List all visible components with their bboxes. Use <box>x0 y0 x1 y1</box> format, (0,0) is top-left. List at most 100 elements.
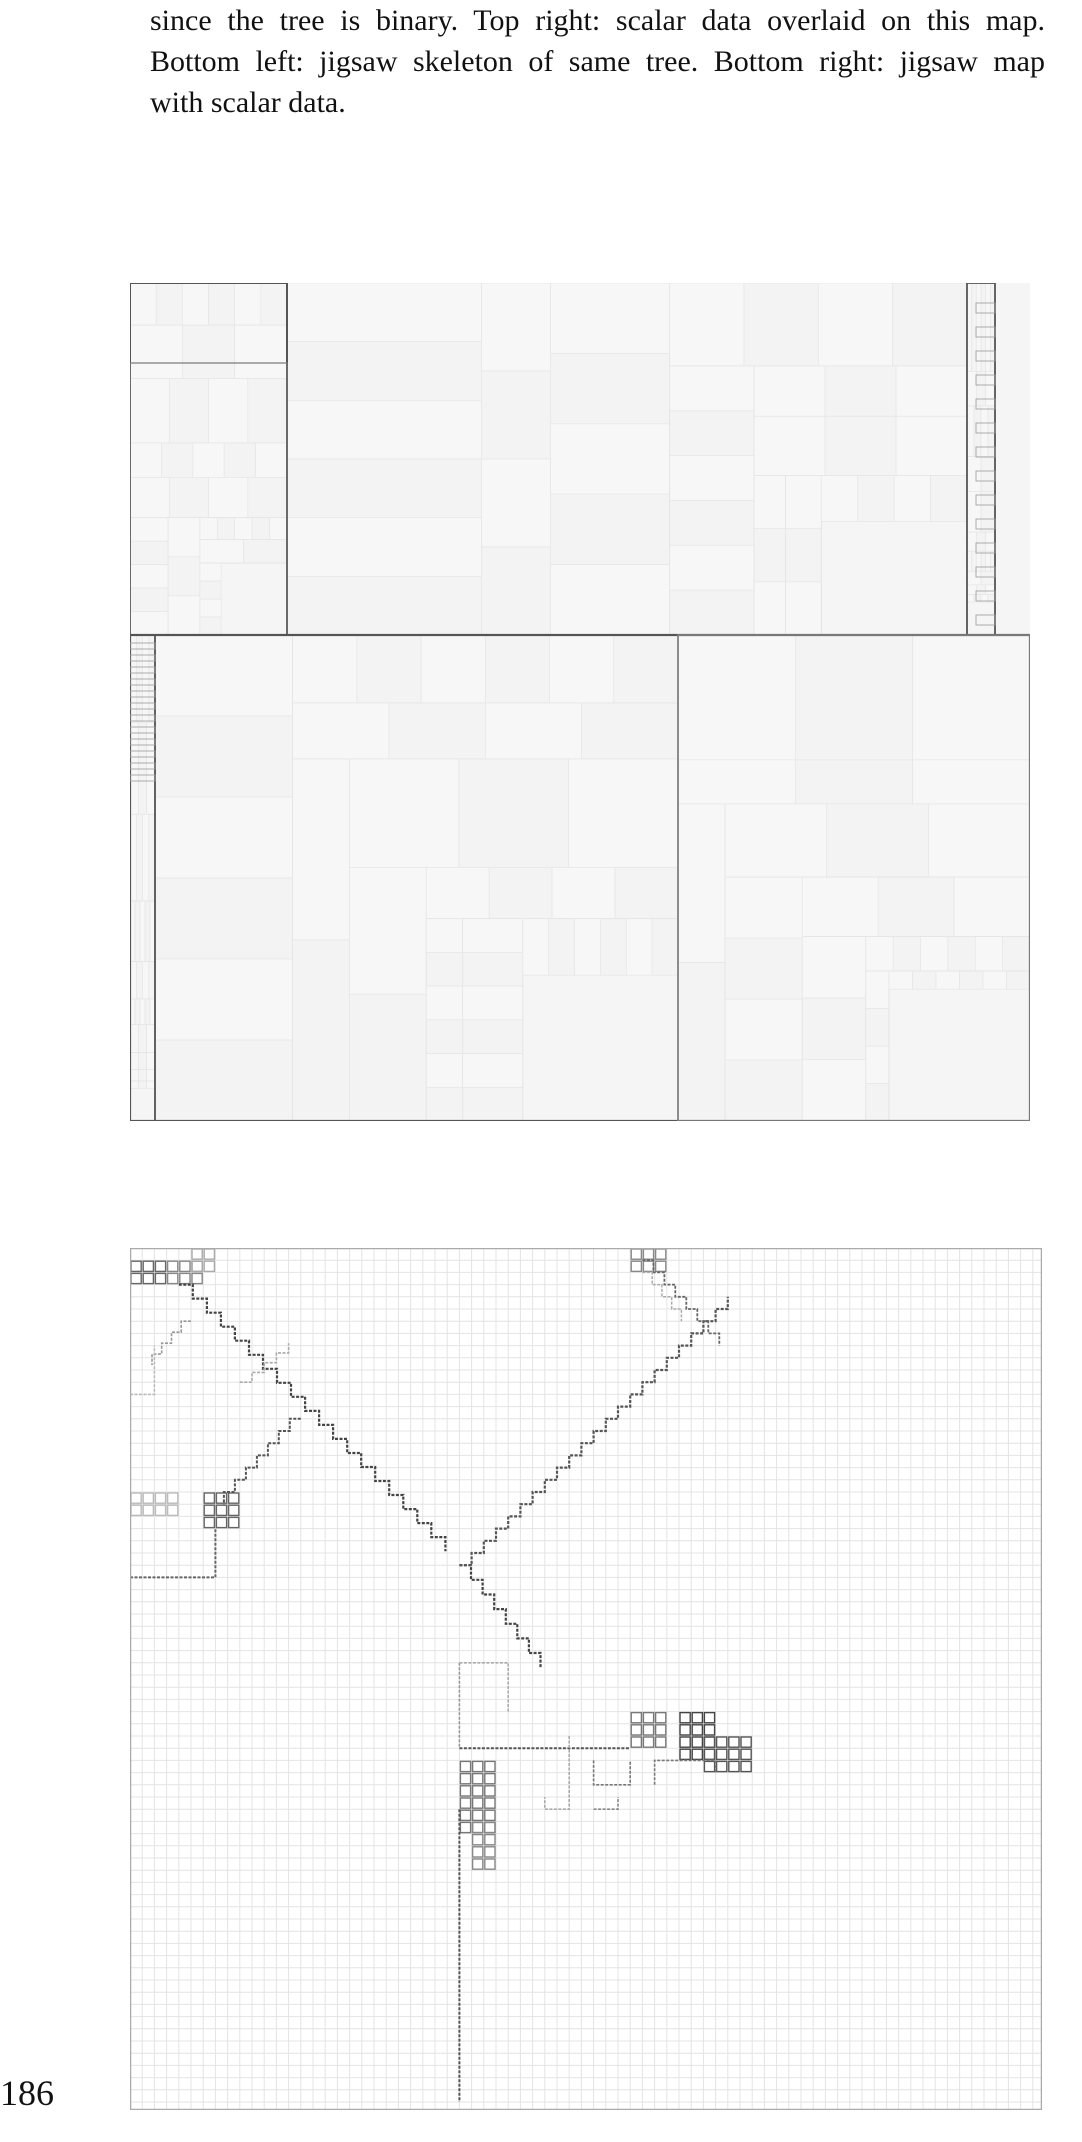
jigsaw-cell <box>204 1249 214 1259</box>
jigsaw-cell <box>741 1749 751 1759</box>
jigsaw-cell <box>704 1713 714 1723</box>
tree-path-segment <box>642 1260 719 1345</box>
jigsaw-cell <box>485 1798 495 1808</box>
treemap-cell <box>244 540 288 563</box>
jigsaw-cell <box>485 1847 495 1857</box>
treemap-cell <box>169 477 208 517</box>
jigsaw-cell <box>631 1725 641 1735</box>
treemap-cell <box>426 1087 462 1121</box>
treemap-cell <box>426 952 462 986</box>
treemap-cell <box>725 804 827 877</box>
jigsaw-cell <box>631 1713 641 1723</box>
treemap-cell <box>670 545 755 590</box>
treemap-cells <box>130 283 1030 1121</box>
treemap-cell <box>652 919 678 976</box>
treemap-cell <box>928 804 1030 877</box>
treemap-cell <box>155 959 293 1040</box>
treemap-cell <box>670 456 755 501</box>
treemap-cell <box>426 1020 462 1054</box>
treemap-cell <box>169 379 208 443</box>
jigsaw-cell <box>680 1749 690 1759</box>
treemap-cell <box>954 877 1030 936</box>
treemap-cell <box>866 937 893 972</box>
treemap-cell <box>551 494 670 564</box>
jigsaw-cell <box>216 1493 226 1503</box>
treemap-cell <box>287 518 482 577</box>
treemap-cell <box>235 325 287 378</box>
treemap-cell <box>866 1084 889 1122</box>
jigsaw-cell <box>473 1761 483 1771</box>
treemap-cell <box>350 867 427 994</box>
jigsaw-cell <box>631 1737 641 1747</box>
treemap-cell <box>754 366 825 416</box>
treemap-cell <box>136 962 142 999</box>
treemap-cell <box>725 1060 802 1121</box>
treemap-cell <box>802 1060 866 1122</box>
jigsaw-cell <box>692 1737 702 1747</box>
treemap-cell <box>155 878 293 959</box>
treemap-cell <box>130 588 168 612</box>
treemap-cell <box>145 999 150 1025</box>
treemap-cell <box>293 940 350 1121</box>
treemap-cell <box>786 529 822 582</box>
treemap-cell <box>235 518 252 540</box>
treemap-cell <box>147 1070 155 1082</box>
treemap-cell <box>889 971 913 989</box>
treemap-cell <box>463 1087 523 1121</box>
jigsaw-cell <box>656 1725 666 1735</box>
treemap-cell <box>463 1020 523 1054</box>
treemap-cell <box>149 962 155 999</box>
treemap-cell <box>600 919 626 976</box>
treemap-cell <box>200 581 221 599</box>
tree-path-segment <box>152 1321 191 1365</box>
treemap-cell <box>485 635 549 703</box>
treemap-cell <box>155 1040 293 1121</box>
treemap-cell <box>786 582 822 635</box>
treemap-cell <box>426 919 462 953</box>
treemap-cell <box>983 971 1007 989</box>
treemap-cell <box>145 901 150 962</box>
treemap-cell <box>967 371 976 405</box>
treemap-cell <box>138 1025 146 1053</box>
treemap-cell <box>130 379 169 443</box>
treemap-cell <box>421 635 485 703</box>
treemap-cell <box>795 760 912 804</box>
caption-line-1: since the tree is binary. Top right: sca… <box>150 0 1045 41</box>
treemap-cell <box>130 443 161 477</box>
jigsaw-cell <box>473 1798 483 1808</box>
treemap-cell <box>795 635 912 760</box>
treemap-cell <box>827 804 929 877</box>
jigsaw-cell <box>204 1517 214 1527</box>
treemap-cell <box>894 476 930 522</box>
treemap-cell <box>976 551 981 571</box>
treemap-cell <box>168 518 200 557</box>
treemap-cell <box>754 582 785 635</box>
jigsaw-cell <box>485 1786 495 1796</box>
treemap-cell <box>678 635 795 760</box>
jigsaw-cell <box>473 1822 483 1832</box>
jigsaw-cell <box>729 1749 739 1759</box>
treemap-cell <box>986 532 995 551</box>
treemap-cell <box>569 759 679 867</box>
treemap-cell <box>913 635 1030 760</box>
jigsaw-cell <box>631 1249 641 1259</box>
treemap-cell <box>463 952 523 986</box>
treemap-cell <box>866 971 889 1009</box>
treemap-cell <box>389 703 485 759</box>
treemap-cell <box>725 938 802 999</box>
treemap-cell <box>209 379 248 443</box>
jigsaw-cell <box>131 1493 141 1503</box>
treemap-cell <box>293 635 357 703</box>
treemap-cell <box>967 585 976 595</box>
treemap-cell <box>287 459 482 518</box>
treemap-cell <box>825 366 896 416</box>
jigsaw-cell <box>168 1261 178 1271</box>
treemap-cell <box>287 400 482 459</box>
treemap-cell <box>802 877 878 936</box>
jigsaw-cell <box>131 1273 141 1283</box>
treemap-cell <box>155 716 293 797</box>
treemap-cell <box>744 283 818 366</box>
treemap-cell <box>754 476 785 529</box>
treemap-cell <box>138 722 146 814</box>
treemap-cell <box>200 617 221 635</box>
